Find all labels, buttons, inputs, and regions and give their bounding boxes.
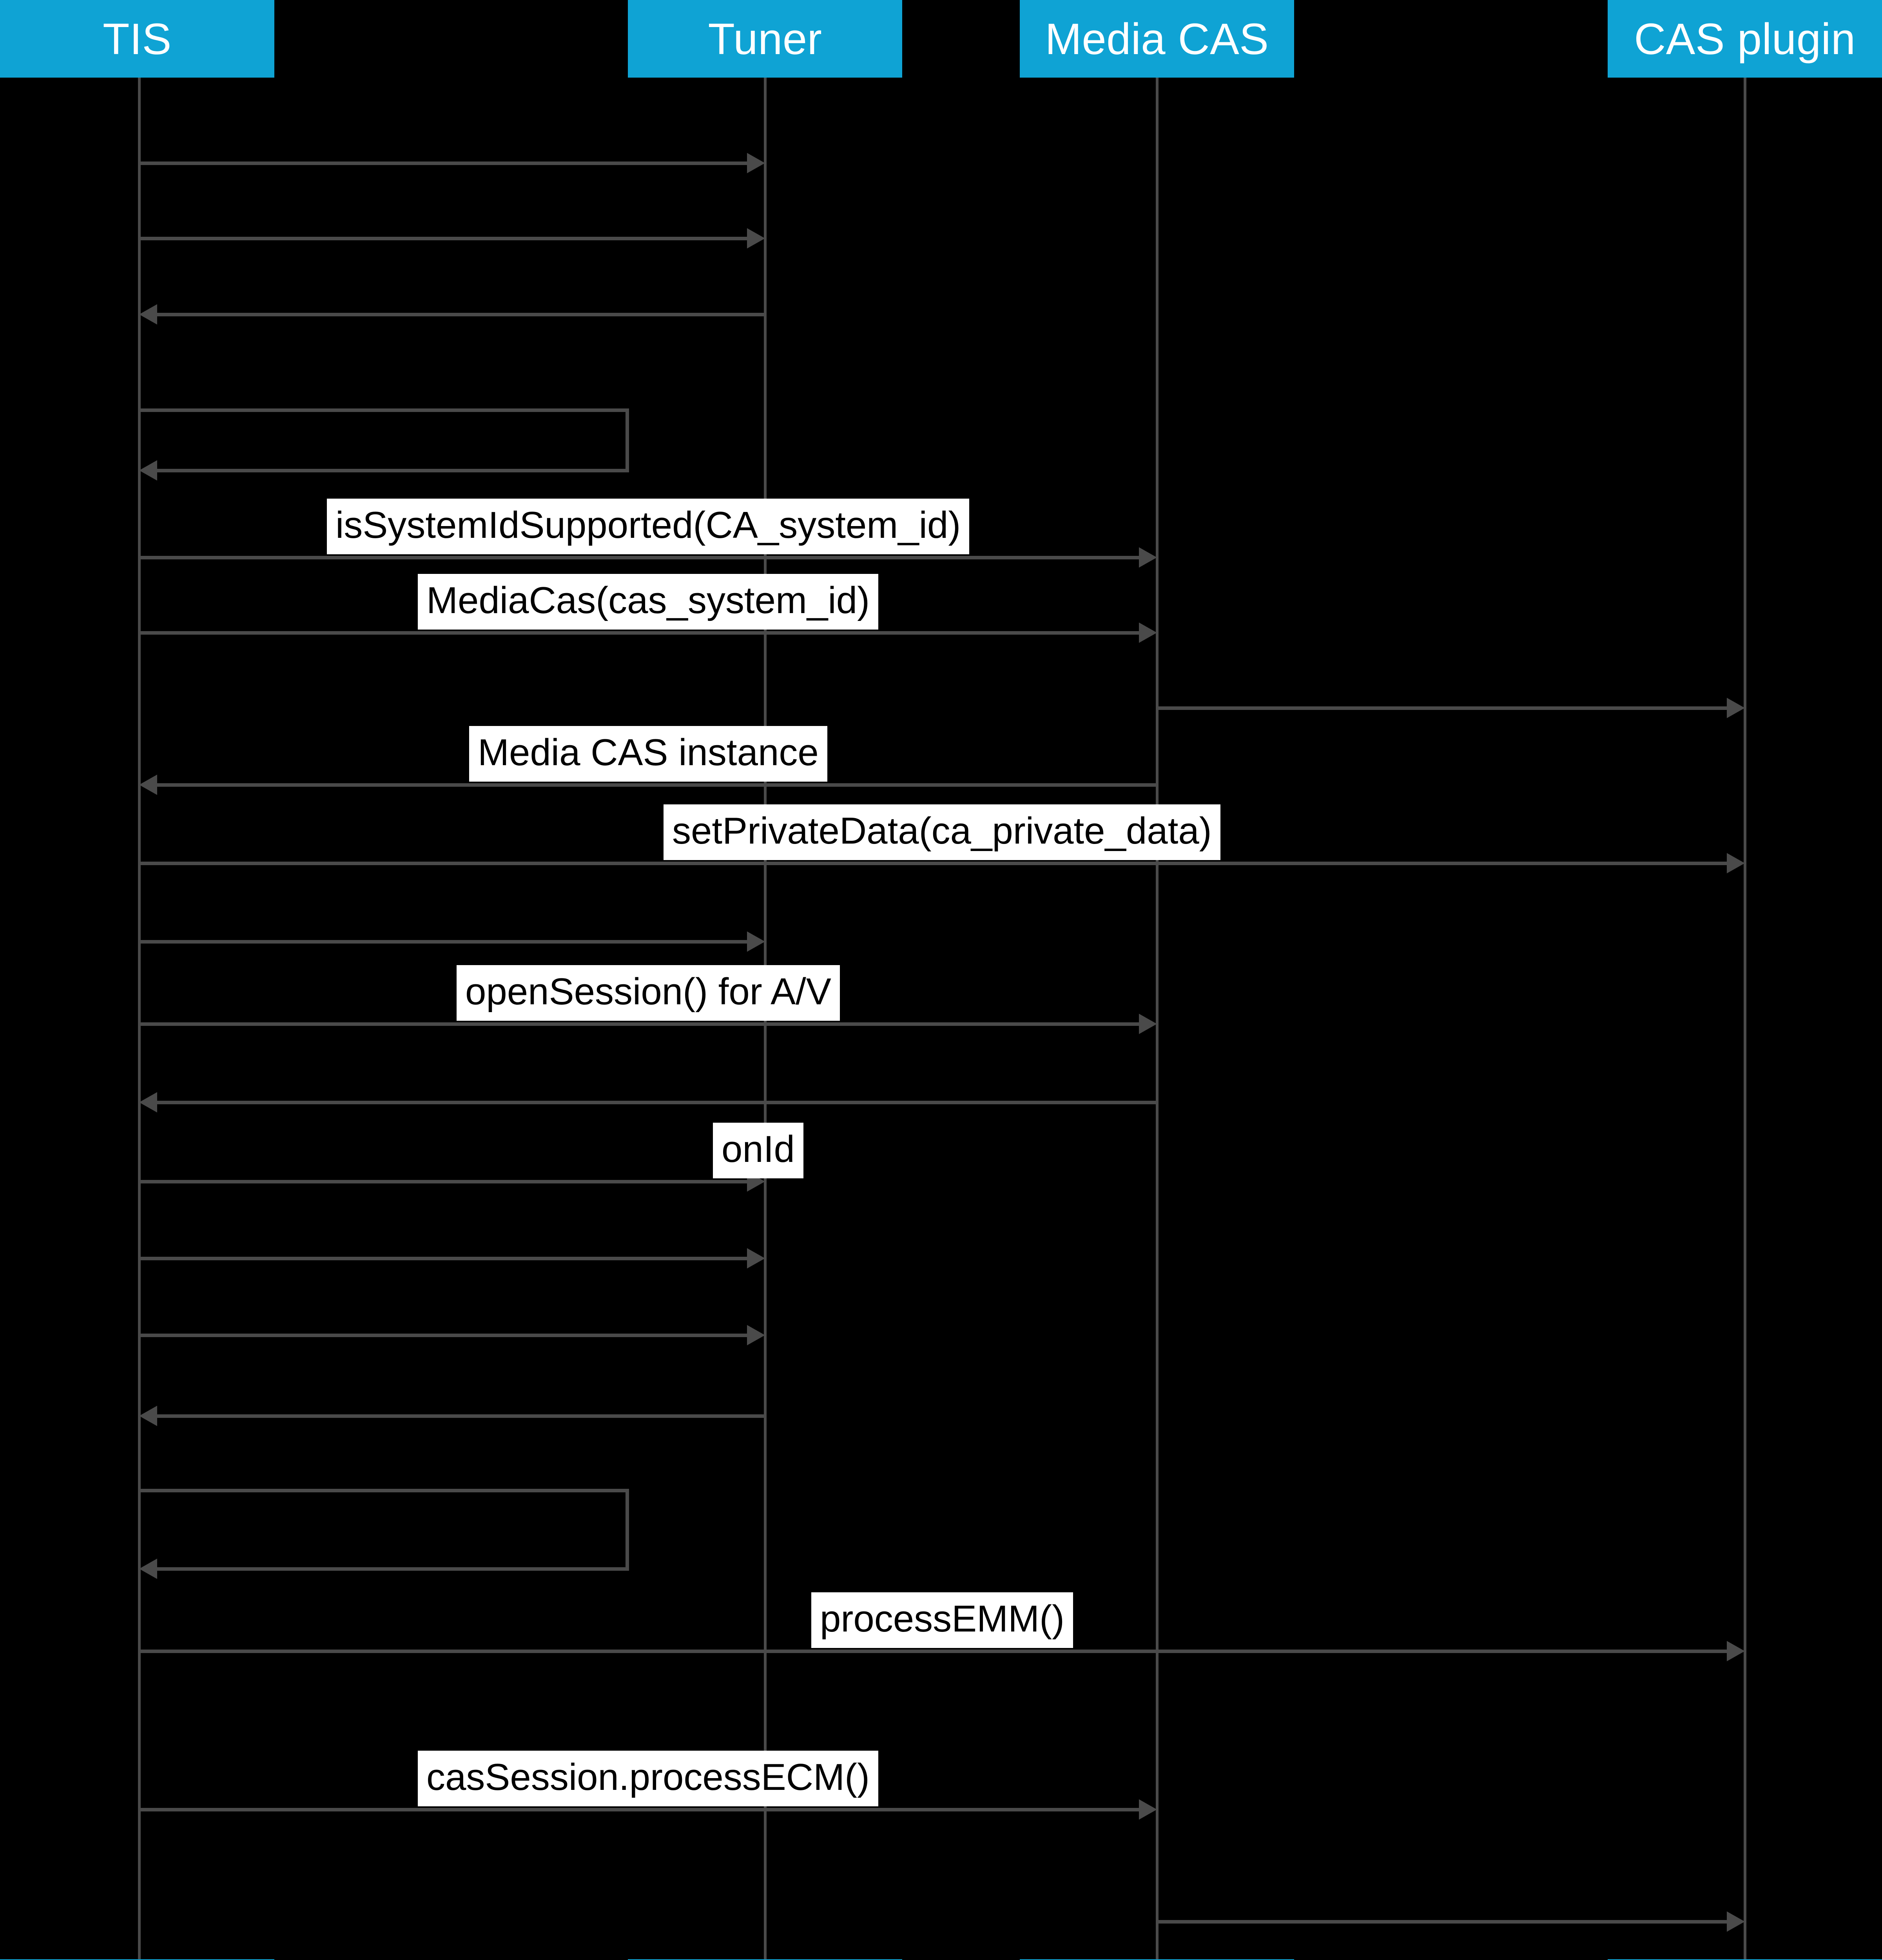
participant-label-tis: TIS [103,14,172,64]
msg-arrowhead-12 [139,1092,157,1112]
msg-arrowhead-7 [1727,698,1745,718]
msg-line-10 [139,940,749,944]
msg-label-9: setPrivateData(ca_private_data) [664,804,1220,860]
participant-box-mediacas-footer[interactable]: Media CAS [1020,1959,1294,1960]
msg-line-13 [139,1180,749,1183]
msg-label-18: processEMM() [811,1592,1073,1648]
msg-self-bottom-17 [157,1567,629,1571]
msg-line-20 [1157,1920,1729,1924]
participant-box-casplugin-footer[interactable]: CAS plugin [1608,1959,1882,1960]
msg-self-side-17 [626,1489,629,1567]
msg-line-6 [139,631,1141,635]
msg-arrowhead-2 [747,228,765,249]
msg-arrowhead-9 [1727,853,1745,873]
msg-arrowhead-19 [1139,1799,1157,1820]
msg-line-7 [1157,706,1729,710]
msg-arrowhead-15 [747,1325,765,1345]
lifeline-casplugin [1744,78,1746,1959]
msg-label-19: casSession.processECM() [418,1751,878,1806]
msg-arrowhead-18 [1727,1641,1745,1661]
participant-box-casplugin-header[interactable]: CAS plugin [1608,0,1882,78]
msg-arrowhead-20 [1727,1911,1745,1932]
msg-line-1 [139,162,749,165]
msg-self-top-4 [139,408,629,412]
msg-arrowhead-10 [747,931,765,952]
msg-line-15 [139,1334,749,1337]
msg-self-top-17 [139,1489,629,1492]
msg-line-19 [139,1808,1141,1811]
msg-line-16 [155,1414,765,1418]
lifeline-tis [138,78,141,1959]
msg-label-13: onId [713,1123,803,1178]
msg-line-14 [139,1257,749,1260]
msg-label-11: openSession() for A/V [457,965,840,1021]
msg-label-5: isSystemIdSupported(CA_system_id) [327,499,970,554]
msg-arrowhead-8 [139,775,157,795]
msg-line-5 [139,556,1141,559]
msg-line-12 [155,1101,1157,1104]
msg-line-2 [139,237,749,240]
msg-arrowhead-14 [747,1248,765,1269]
msg-arrowhead-1 [747,153,765,173]
participant-box-mediacas-header[interactable]: Media CAS [1020,0,1294,78]
msg-line-9 [139,862,1729,865]
participant-label-tuner: Tuner [708,14,822,64]
participant-box-tuner-header[interactable]: Tuner [628,0,902,78]
msg-arrowhead-16 [139,1406,157,1426]
msg-arrowhead-5 [1139,547,1157,568]
msg-arrowhead-4 [139,460,157,481]
msg-arrowhead-11 [1139,1014,1157,1034]
msg-line-11 [139,1022,1141,1026]
msg-line-8 [155,783,1157,787]
msg-label-8: Media CAS instance [469,726,827,782]
participant-box-tis-footer[interactable]: TIS [0,1959,274,1960]
msg-arrowhead-17 [139,1559,157,1579]
participant-box-tuner-footer[interactable]: Tuner [628,1959,902,1960]
msg-line-3 [155,313,765,316]
msg-line-18 [139,1650,1729,1653]
msg-self-bottom-4 [157,469,629,472]
participant-label-mediacas: Media CAS [1045,14,1269,64]
msg-self-side-4 [626,408,629,469]
msg-label-6: MediaCas(cas_system_id) [418,574,879,630]
lifeline-mediacas [1156,78,1159,1959]
msg-arrowhead-3 [139,304,157,325]
msg-arrowhead-6 [1139,622,1157,643]
participant-label-casplugin: CAS plugin [1634,14,1856,64]
participant-box-tis-header[interactable]: TIS [0,0,274,78]
